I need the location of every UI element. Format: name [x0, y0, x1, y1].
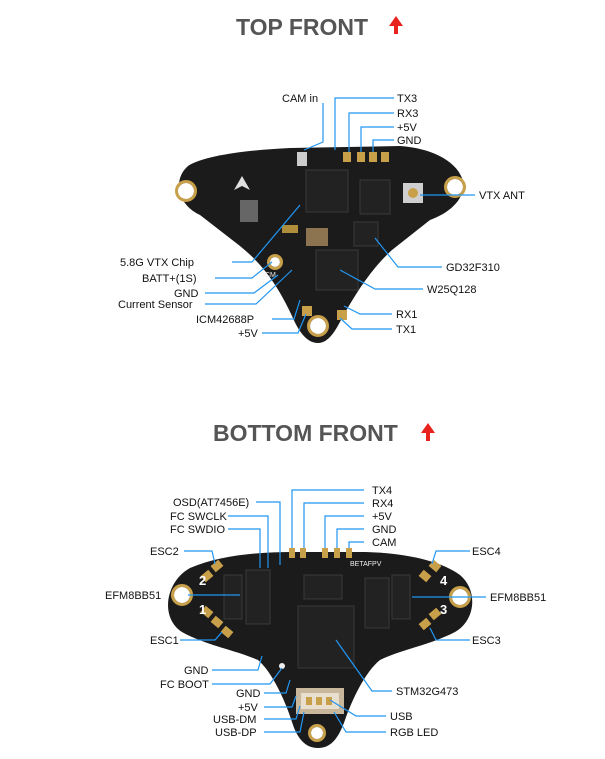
top-board: ICM — [175, 146, 466, 343]
tx4-label: TX4 — [372, 485, 392, 497]
vtx-chip-label: 5.8G VTX Chip — [120, 257, 194, 269]
top-heading: TOP FRONT — [236, 14, 368, 40]
fc-swclk-label: FC SWCLK — [170, 511, 228, 523]
rx4-label: RX4 — [372, 498, 393, 510]
svg-text:1: 1 — [199, 602, 206, 617]
gnd-top-label: GND — [372, 524, 397, 536]
esc2-label: ESC2 — [150, 546, 179, 558]
batt-label: BATT+(1S) — [142, 273, 197, 285]
icm-label: ICM42688P — [196, 314, 254, 326]
arrow-up-icon — [421, 423, 435, 441]
plus5v-bottom-label: +5V — [238, 702, 259, 714]
esc4-label: ESC4 — [472, 546, 501, 558]
efm-left-label: EFM8BB51 — [105, 590, 161, 602]
gnd-low-label: GND — [236, 688, 261, 700]
plus5v-top-label: +5V — [372, 511, 393, 523]
gnd-left-label: GND — [174, 288, 199, 300]
rx3-label: RX3 — [397, 108, 418, 120]
gnd-mid-label: GND — [184, 665, 209, 677]
svg-text:2: 2 — [199, 573, 206, 588]
bottom-heading: BOTTOM FRONT — [213, 420, 398, 446]
rx1-label: RX1 — [396, 309, 417, 321]
gnd-top-label: GND — [397, 135, 422, 147]
tx1-label: TX1 — [396, 324, 416, 336]
esc1-label: ESC1 — [150, 635, 179, 647]
osd-label: OSD(AT7456E) — [173, 497, 249, 509]
svg-text:3: 3 — [440, 602, 447, 617]
tx3-label: TX3 — [397, 93, 417, 105]
current-sensor-label: Current Sensor — [118, 299, 193, 311]
cam-label: CAM — [372, 537, 396, 549]
plus5v-top-label: +5V — [397, 122, 418, 134]
fc-swdio-label: FC SWDIO — [170, 524, 225, 536]
gd32-label: GD32F310 — [446, 262, 500, 274]
svg-text:BETAFPV: BETAFPV — [350, 561, 382, 568]
vtx-ant-label: VTX ANT — [479, 190, 525, 202]
w25q-label: W25Q128 — [427, 284, 477, 296]
esc3-label: ESC3 — [472, 635, 501, 647]
usb-label: USB — [390, 711, 413, 723]
bottom-section: BOTTOM FRONT — [105, 420, 546, 748]
stm32-label: STM32G473 — [396, 686, 458, 698]
cam-in-label: CAM in — [282, 93, 318, 105]
arrow-up-icon — [389, 16, 403, 34]
svg-text:ICM: ICM — [263, 272, 276, 279]
efm-right-label: EFM8BB51 — [490, 592, 546, 604]
usb-dp-label: USB-DP — [215, 727, 257, 739]
fc-boot-label: FC BOOT — [160, 679, 209, 691]
rgb-led-label: RGB LED — [390, 727, 438, 739]
svg-text:4: 4 — [440, 573, 448, 588]
usb-dm-label: USB-DM — [213, 714, 256, 726]
top-section: TOP FRONT — [118, 14, 525, 343]
plus5v-bottom-label: +5V — [238, 328, 259, 340]
